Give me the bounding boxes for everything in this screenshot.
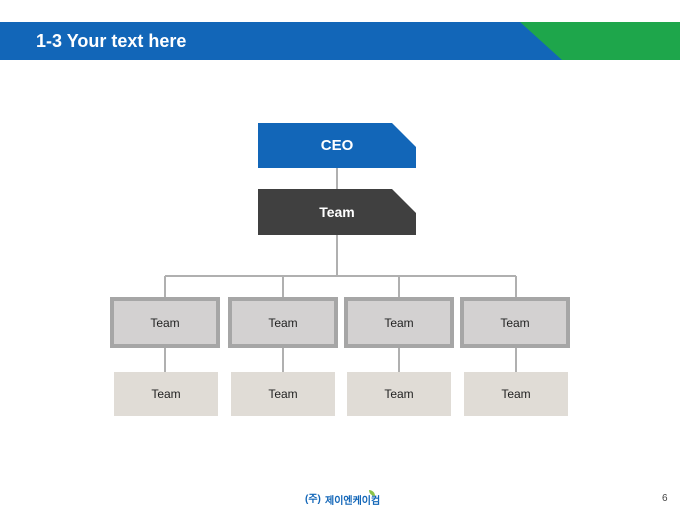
level1-node-4: Team	[460, 297, 570, 348]
banner-blue-band	[0, 22, 562, 60]
top-team-label: Team	[319, 204, 355, 220]
logo-name: 제이엔케이컴	[325, 496, 381, 507]
corner-fold-icon	[392, 123, 416, 147]
level2-label: Team	[501, 387, 531, 401]
level2-node-1: Team	[114, 372, 218, 416]
logo-mark: (주)	[305, 494, 321, 505]
ceo-node: CEO	[258, 123, 416, 168]
level2-label: Team	[268, 387, 298, 401]
level2-node-2: Team	[231, 372, 335, 416]
company-logo: (주) 제이엔케이컴	[305, 487, 380, 507]
level2-label: Team	[384, 387, 414, 401]
ceo-label: CEO	[320, 137, 354, 154]
level2-label: Team	[151, 387, 181, 401]
page-number: 6	[662, 493, 668, 504]
level1-label: Team	[150, 315, 180, 330]
level1-node-2: Team	[228, 297, 338, 348]
top-team-node: Team	[258, 189, 416, 235]
title-banner: 1-3 Your text here	[0, 22, 680, 60]
level1-node-3: Team	[344, 297, 454, 348]
level1-node-1: Team	[110, 297, 220, 348]
corner-fold-icon	[392, 189, 416, 213]
page-title: 1-3 Your text here	[36, 31, 187, 51]
leaf-icon	[369, 490, 375, 496]
level2-node-4: Team	[464, 372, 568, 416]
level1-label: Team	[268, 315, 298, 330]
level2-node-3: Team	[347, 372, 451, 416]
level1-label: Team	[384, 315, 414, 330]
level1-label: Team	[500, 315, 530, 330]
